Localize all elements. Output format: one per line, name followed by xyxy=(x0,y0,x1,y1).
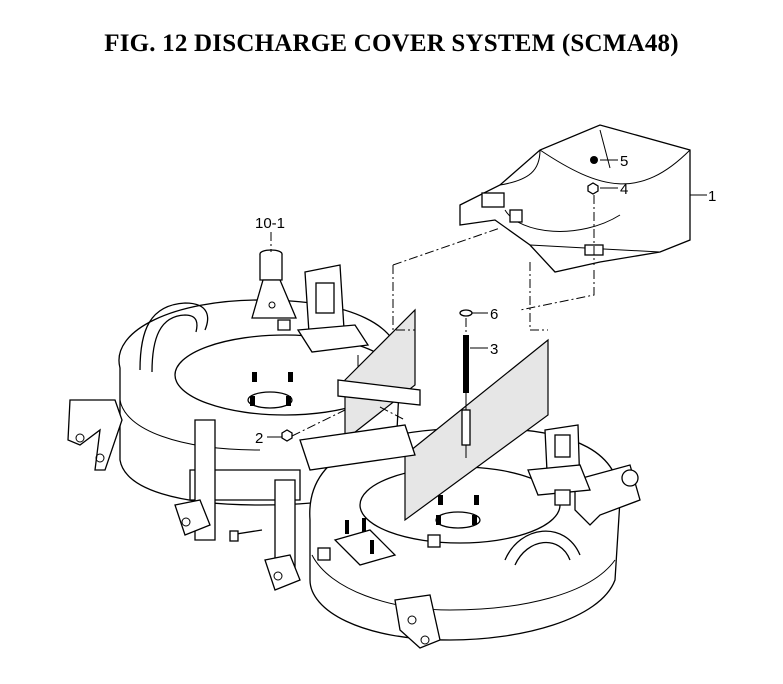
left-deflector-plate xyxy=(337,308,421,442)
leader-lines xyxy=(267,159,707,438)
cap-nut xyxy=(590,156,598,164)
right-bracket xyxy=(527,424,591,506)
hex-nut xyxy=(281,429,293,442)
discharge-cover xyxy=(459,124,691,273)
callout-6: 6 xyxy=(490,306,498,323)
callout-5: 5 xyxy=(620,153,628,170)
hanger-bracket xyxy=(174,419,301,591)
rear-bracket xyxy=(296,264,370,380)
flat-washer xyxy=(459,309,473,317)
spindle-mount xyxy=(251,249,297,331)
figure-title: FIG. 12 DISCHARGE COVER SYSTEM (SCMA48) xyxy=(104,30,679,57)
callout-1: 1 xyxy=(708,188,716,205)
right-deflector-plate xyxy=(299,338,549,522)
callout-4: 4 xyxy=(620,181,628,198)
callout-10-1: 10-1 xyxy=(255,215,285,232)
callout-2: 2 xyxy=(255,430,263,447)
stud-bolt xyxy=(461,335,471,458)
callout-3: 3 xyxy=(490,341,498,358)
lock-nut xyxy=(587,182,599,195)
assembly-lines xyxy=(270,195,595,437)
